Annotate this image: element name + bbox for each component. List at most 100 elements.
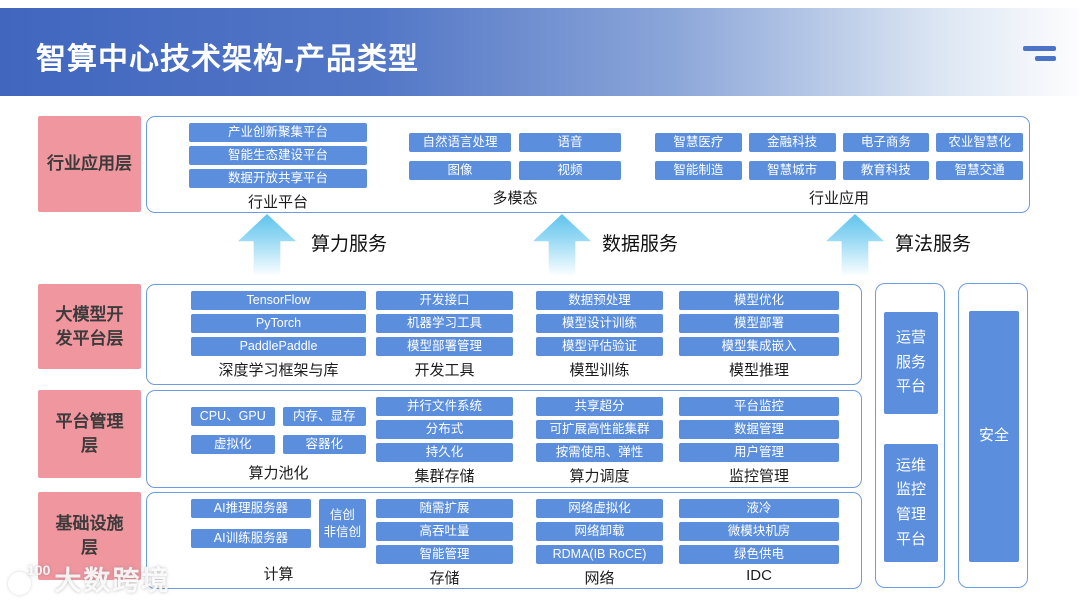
ops-monitoring-platform-box: 运维 监控 管理 平台 [884, 444, 938, 562]
server-stack: AI推理服务器 AI训练服务器 [191, 499, 311, 548]
item-box: 智慧医疗 [655, 133, 742, 152]
security-box: 安全 [969, 311, 1019, 562]
item-box: 模型优化 [679, 291, 839, 310]
item-box: 模型设计训练 [536, 314, 663, 333]
group-compute-scheduling: 共享超分 可扩展高性能集群 按需使用、弹性 算力调度 [536, 397, 663, 485]
item-box: CPU、GPU [191, 407, 275, 426]
item-list: 自然语言处理 语音 图像 视频 [409, 133, 621, 180]
group-multimodal: 自然语言处理 语音 图像 视频 多模态 [409, 123, 621, 208]
layer-label-infra: 基础设施 层 [38, 492, 141, 580]
item-box: 金融科技 [748, 133, 836, 152]
group-storage: 随需扩展 高吞吐量 智能管理 存储 [376, 499, 513, 587]
item-list: 智慧医疗 金融科技 电子商务 农业智慧化 智能制造 智慧城市 教育科技 智慧交通 [655, 133, 1023, 180]
group-label: 存储 [429, 570, 460, 587]
item-box: 数据预处理 [536, 291, 663, 310]
item-box: 开发接口 [376, 291, 513, 310]
group-label: 算力调度 [569, 468, 630, 485]
item-box: 高吞吐量 [376, 522, 513, 541]
group-dl-frameworks: TensorFlow PyTorch PaddlePaddle 深度学习框架与库 [191, 291, 366, 380]
item-list: 数据预处理 模型设计训练 模型评估验证 [536, 291, 663, 356]
item-list: 液冷 微模块机房 绿色供电 [679, 499, 839, 564]
item-list: CPU、GPU 内存、显存 虚拟化 容器化 [191, 407, 366, 454]
item-box: 虚拟化 [191, 435, 275, 454]
watermark-100: 100 [27, 562, 51, 578]
security-column: 安全 [958, 283, 1028, 588]
group-label: 模型推理 [728, 362, 789, 379]
item-box: 模型评估验证 [536, 337, 663, 356]
item-box: AI推理服务器 [191, 499, 311, 518]
item-box: 数据管理 [679, 420, 839, 439]
item-box: 智慧交通 [936, 161, 1023, 180]
item-box: 智能管理 [376, 545, 513, 564]
item-box: 绿色供电 [679, 545, 839, 564]
group-label: 多模态 [492, 190, 538, 207]
group-network: 网络虚拟化 网络卸载 RDMA(IB RoCE) 网络 [536, 499, 663, 587]
ops-column: 运营 服务 平台 运维 监控 管理 平台 [875, 283, 945, 588]
group-label: 计算 [263, 566, 294, 583]
item-box: 网络卸载 [536, 522, 663, 541]
item-list: 网络虚拟化 网络卸载 RDMA(IB RoCE) [536, 499, 663, 564]
item-box: 内存、显存 [282, 407, 366, 426]
item-box: 数据开放共享平台 [189, 169, 367, 188]
group-idc: 液冷 微模块机房 绿色供电 IDC [679, 499, 839, 584]
item-list: TensorFlow PyTorch PaddlePaddle [191, 291, 366, 356]
item-box: PyTorch [191, 314, 366, 333]
group-label: 监控管理 [728, 468, 789, 485]
item-list: 平台监控 数据管理 用户管理 [679, 397, 839, 462]
item-box: 网络虚拟化 [536, 499, 663, 518]
slide-header: 智算中心技术架构-产品类型 [0, 8, 1080, 96]
group-label: 网络 [584, 570, 615, 587]
item-box: 共享超分 [536, 397, 663, 416]
item-box: 视频 [519, 161, 621, 180]
platform-layer-panel: CPU、GPU 内存、显存 虚拟化 容器化 算力池化 并行文件系统 分布式 持久… [146, 390, 862, 488]
up-arrow-icon [826, 214, 884, 276]
item-box: 模型集成嵌入 [679, 337, 839, 356]
item-list: 并行文件系统 分布式 持久化 [376, 397, 513, 462]
group-label: 行业应用 [808, 190, 869, 207]
item-box: 容器化 [282, 435, 366, 454]
page-title: 智算中心技术架构-产品类型 [36, 43, 419, 76]
watermark-text: 大数跨境 [54, 566, 171, 596]
item-box: AI训练服务器 [191, 529, 311, 548]
infra-layer-panel: AI推理服务器 AI训练服务器 信创 非信创 计算 随需扩展 高吞吐量 智能管理… [146, 492, 862, 589]
item-box: 可扩展高性能集群 [536, 420, 663, 439]
watermark: 100 大数跨境 [3, 562, 171, 600]
service-label-compute: 算力服务 [311, 234, 388, 255]
service-label-algorithm: 算法服务 [895, 234, 972, 255]
item-list: 随需扩展 高吞吐量 智能管理 [376, 499, 513, 564]
item-list: 产业创新聚集平台 智能生态建设平台 数据开放共享平台 [189, 123, 367, 188]
item-box: 平台监控 [679, 397, 839, 416]
item-box: 并行文件系统 [376, 397, 513, 416]
item-box: 智慧城市 [748, 161, 836, 180]
item-box: 产业创新聚集平台 [189, 123, 367, 142]
item-box: 智能制造 [655, 161, 742, 180]
service-label-data: 数据服务 [602, 234, 679, 255]
ops-service-platform-box: 运营 服务 平台 [884, 312, 938, 414]
group-compute-pooling: CPU、GPU 内存、显存 虚拟化 容器化 算力池化 [191, 397, 366, 483]
item-box: 智能生态建设平台 [189, 146, 367, 165]
item-box: 模型部署 [679, 314, 839, 333]
group-monitoring-mgmt: 平台监控 数据管理 用户管理 监控管理 [679, 397, 839, 485]
item-box: 液冷 [679, 499, 839, 518]
item-box: 语音 [519, 133, 621, 152]
group-label: 开发工具 [414, 362, 475, 379]
group-dev-tools: 开发接口 机器学习工具 模型部署管理 开发工具 [376, 291, 513, 380]
item-box: TensorFlow [191, 291, 366, 310]
industry-layer-panel: 产业创新聚集平台 智能生态建设平台 数据开放共享平台 行业平台 自然语言处理 语… [146, 116, 1030, 213]
group-model-inference: 模型优化 模型部署 模型集成嵌入 模型推理 [679, 291, 839, 380]
layer-label-industry: 行业应用层 [38, 116, 141, 212]
up-arrow-icon [238, 214, 296, 276]
up-arrow-icon [533, 214, 591, 276]
item-list: 开发接口 机器学习工具 模型部署管理 [376, 291, 513, 356]
item-box: 信创 非信创 [318, 499, 366, 548]
item-list: 共享超分 可扩展高性能集群 按需使用、弹性 [536, 397, 663, 462]
item-list: AI推理服务器 AI训练服务器 信创 非信创 [191, 499, 366, 548]
item-box: 农业智慧化 [936, 133, 1023, 152]
item-box: RDMA(IB RoCE) [536, 545, 663, 564]
item-box: 自然语言处理 [409, 133, 511, 152]
item-box: 模型部署管理 [376, 337, 513, 356]
group-model-training: 数据预处理 模型设计训练 模型评估验证 模型训练 [536, 291, 663, 380]
group-label: 集群存储 [414, 468, 475, 485]
item-box: 微模块机房 [679, 522, 839, 541]
